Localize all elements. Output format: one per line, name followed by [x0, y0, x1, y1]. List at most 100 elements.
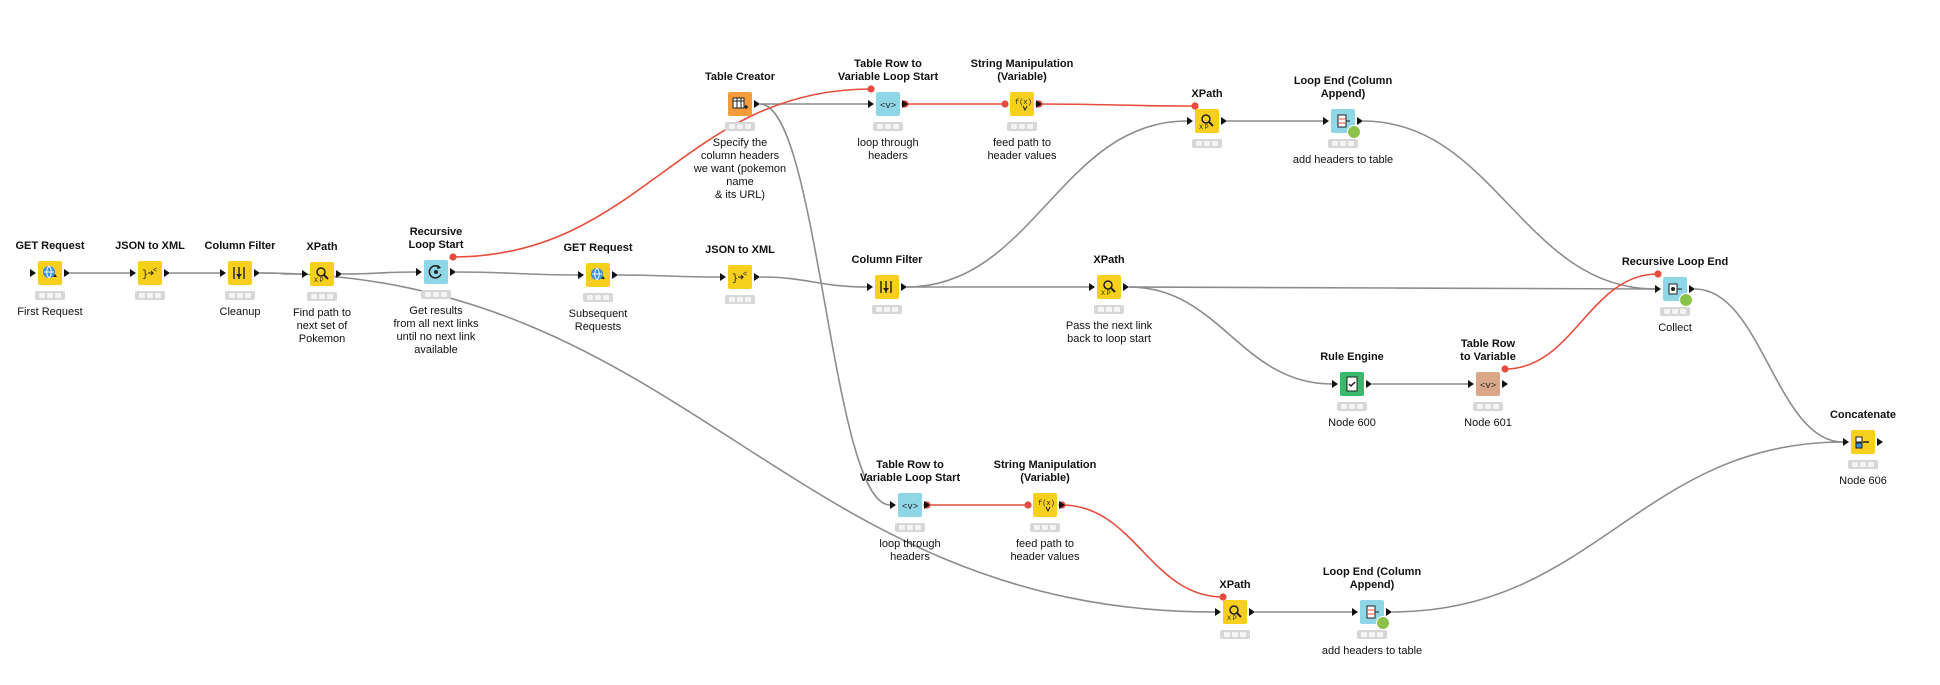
output-port[interactable] [1123, 283, 1129, 291]
flow-variable-connection[interactable] [452, 88, 872, 258]
node-annotation[interactable]: add headers to table [1288, 154, 1398, 167]
input-port[interactable] [1468, 380, 1474, 388]
input-port[interactable] [1655, 285, 1661, 293]
output-port[interactable] [754, 100, 760, 108]
node-body[interactable] [1655, 274, 1695, 307]
node-json-to-xml[interactable]: JSON to XML}< [685, 244, 795, 304]
input-port[interactable] [1843, 438, 1849, 446]
node-body[interactable] [1352, 597, 1392, 630]
xpath-icon[interactable]: X P [1223, 600, 1247, 624]
table-row-to-variable-icon[interactable]: <v> [1476, 372, 1500, 396]
node-body[interactable]: }< [130, 258, 170, 288]
data-connection[interactable] [1362, 120, 1656, 290]
node-body[interactable]: f(x) [1030, 490, 1065, 520]
input-port[interactable] [890, 501, 896, 509]
node-annotation[interactable]: Cleanup [185, 306, 295, 319]
flow-variable-port[interactable] [1024, 501, 1032, 509]
data-connection[interactable] [455, 271, 579, 276]
data-connection[interactable] [1694, 288, 1844, 443]
node-body[interactable] [1843, 427, 1883, 457]
output-port[interactable] [336, 270, 342, 278]
node-body[interactable] [867, 272, 907, 302]
data-connection[interactable] [617, 274, 721, 278]
input-port[interactable] [867, 283, 873, 291]
column-filter-icon[interactable] [228, 261, 252, 285]
data-connection[interactable] [906, 120, 1188, 288]
output-port[interactable] [254, 269, 260, 277]
json-to-xml-icon[interactable]: }< [138, 261, 162, 285]
node-body[interactable]: X P [302, 259, 342, 289]
concatenate-icon[interactable] [1851, 430, 1875, 454]
json-to-xml-icon[interactable]: }< [728, 265, 752, 289]
output-port[interactable] [1036, 100, 1042, 108]
node-body[interactable]: <v> [890, 490, 930, 520]
output-port[interactable] [1689, 285, 1695, 293]
node-body[interactable] [1323, 106, 1363, 139]
node-json-to-xml[interactable]: JSON to XML}< [95, 240, 205, 300]
output-port[interactable] [902, 100, 908, 108]
node-annotation[interactable]: Node 600 [1297, 417, 1407, 430]
output-port[interactable] [1366, 380, 1372, 388]
output-port[interactable] [1357, 117, 1363, 125]
flow-variable-connection[interactable] [1061, 504, 1224, 598]
output-port[interactable] [1221, 117, 1227, 125]
output-port[interactable] [164, 269, 170, 277]
data-connection[interactable] [1128, 286, 1656, 290]
flow-variable-connection[interactable] [1038, 103, 1196, 107]
output-port[interactable] [64, 269, 70, 277]
flow-variable-port[interactable] [1001, 100, 1009, 108]
data-connection[interactable] [759, 103, 891, 506]
rule-engine-icon[interactable] [1340, 372, 1364, 396]
output-port[interactable] [1386, 608, 1392, 616]
string-manipulation-icon[interactable]: f(x) [1033, 493, 1057, 517]
node-annotation[interactable]: First Request [0, 306, 105, 319]
flow-variable-port[interactable] [1654, 270, 1662, 278]
node-body[interactable]: X P [1187, 106, 1227, 136]
output-port[interactable] [1877, 438, 1883, 446]
input-port[interactable] [416, 268, 422, 276]
node-string-manipulation[interactable]: String Manipulation(Variable)f(x)feed pa… [990, 459, 1100, 564]
output-port[interactable] [1502, 380, 1508, 388]
xpath-icon[interactable]: X P [310, 262, 334, 286]
output-port[interactable] [1059, 501, 1065, 509]
data-connection[interactable] [341, 271, 417, 275]
node-body[interactable]: X P [1089, 272, 1129, 302]
output-port[interactable] [612, 271, 618, 279]
input-port[interactable] [1352, 608, 1358, 616]
input-port[interactable] [220, 269, 226, 277]
input-port[interactable] [130, 269, 136, 277]
flow-variable-port[interactable] [449, 253, 457, 261]
data-connection[interactable] [759, 276, 868, 288]
node-body[interactable]: <v> [868, 89, 908, 119]
node-annotation[interactable]: add headers to table [1317, 645, 1427, 658]
node-body[interactable] [30, 258, 70, 288]
input-port[interactable] [302, 270, 308, 278]
input-port[interactable] [720, 273, 726, 281]
flow-variable-port[interactable] [1219, 593, 1227, 601]
input-port[interactable] [868, 100, 874, 108]
output-port[interactable] [754, 273, 760, 281]
string-manipulation-icon[interactable]: f(x) [1010, 92, 1034, 116]
flow-variable-port[interactable] [1191, 102, 1199, 110]
node-column-filter[interactable]: Column Filter [832, 254, 942, 314]
output-port[interactable] [1249, 608, 1255, 616]
